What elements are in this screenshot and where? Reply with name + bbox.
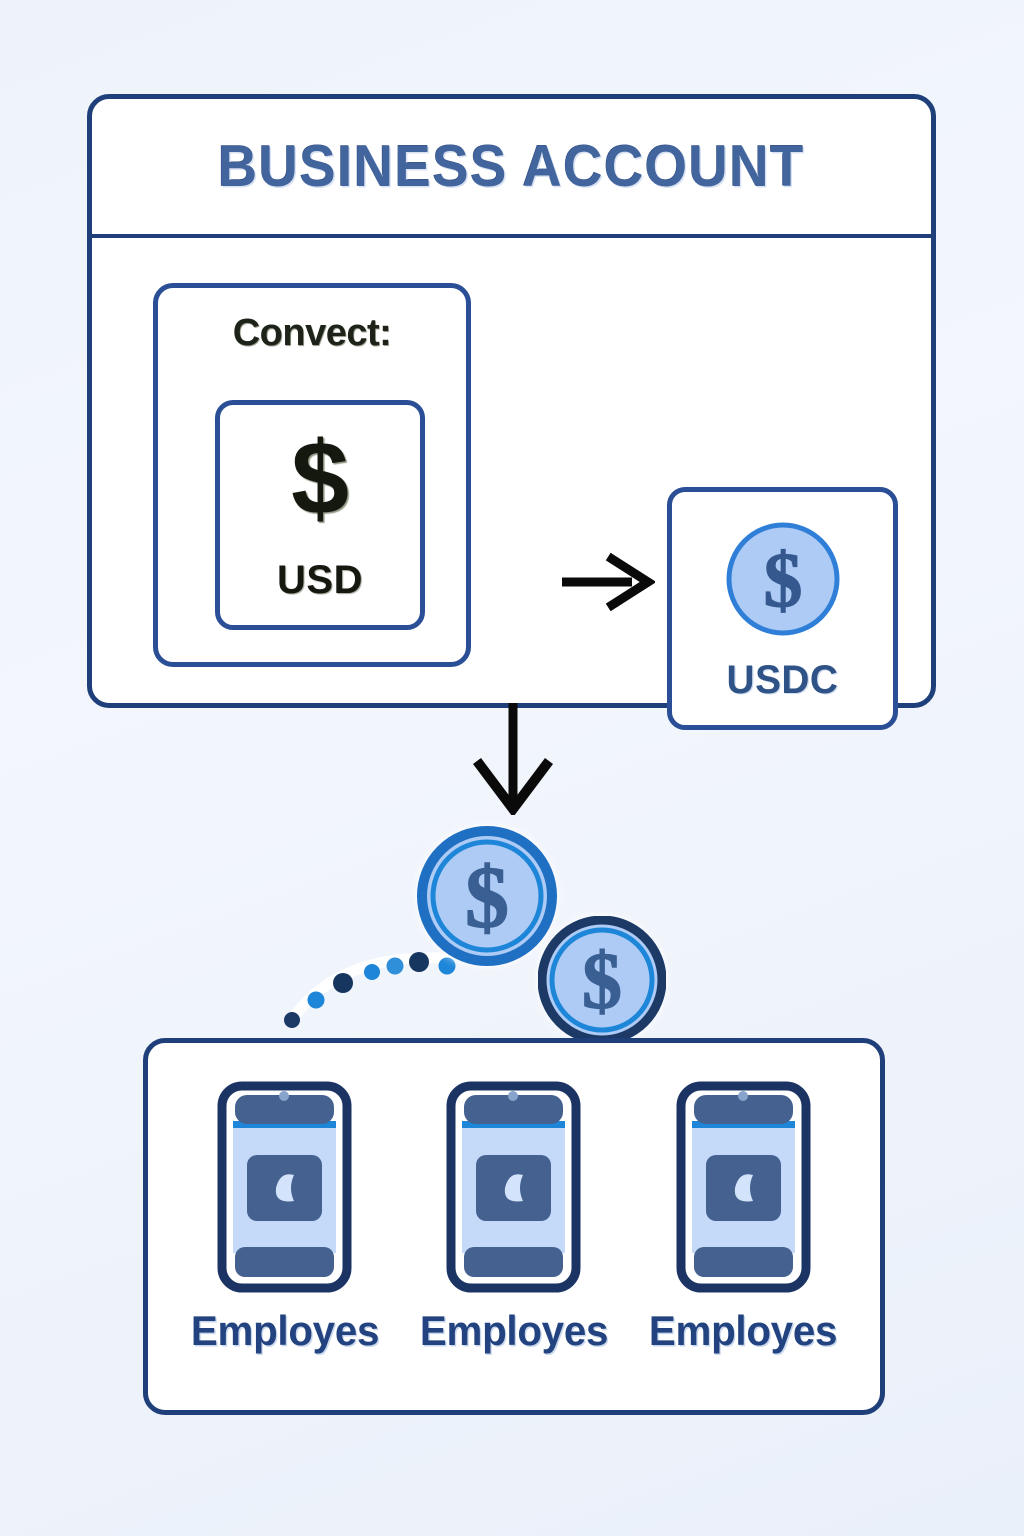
usd-currency-tile[interactable]: $ USD [215,400,425,630]
employee-label: Employes [419,1307,609,1354]
mobile-phone-icon [217,1081,352,1293]
svg-text:$: $ [582,938,622,1026]
list-item[interactable]: Employes [638,1081,848,1355]
mobile-phone-icon [446,1081,581,1293]
dotted-trail-icon [284,952,456,1028]
usd-label: USD [277,558,363,602]
arrow-right-icon [562,552,655,612]
list-item[interactable]: Employes [409,1081,619,1355]
business-account-title-bar: BUSINESS ACCOUNT [92,99,931,238]
convert-group-box: Convect: $ USD [153,283,471,667]
employees-list: Employes Employes [148,1043,880,1410]
page-title: BUSINESS ACCOUNT [217,134,805,199]
usdc-currency-tile[interactable]: $ USDC [667,487,898,730]
svg-text:$: $ [763,537,802,624]
usdc-coin-secondary: $ [538,916,666,1044]
convert-label: Convect: [232,312,392,354]
usdc-coin-cluster: $ $ [276,818,696,1044]
list-item[interactable]: Employes [180,1081,390,1355]
business-account-card: BUSINESS ACCOUNT Convect: $ USD $ USDC [87,94,936,730]
arrow-down-icon [473,703,553,815]
employees-card: Employes Employes [143,1038,885,1415]
svg-text:$: $ [465,850,509,947]
usdc-coin-primary: $ [417,826,557,966]
employee-label: Employes [649,1307,838,1354]
dollar-sign-icon: $ [291,421,349,537]
mobile-phone-icon [676,1081,811,1293]
employee-label: Employes [190,1307,379,1354]
usdc-label: USDC [726,658,839,702]
usdc-coin-icon: $ [724,520,842,638]
